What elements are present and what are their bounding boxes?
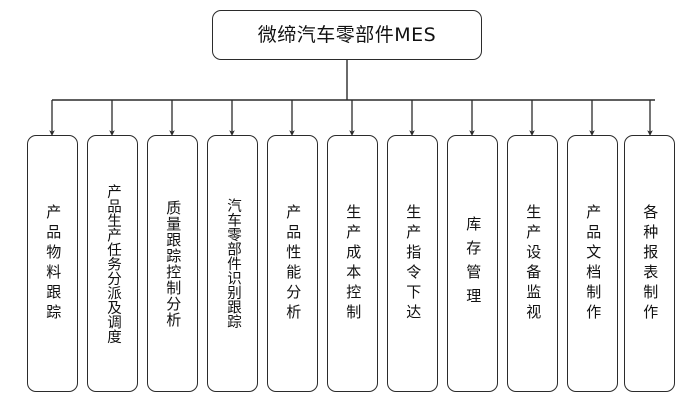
child-node-label: 质量跟踪控制分析 [164, 199, 183, 328]
child-node-label: 产品文档制作 [584, 203, 603, 324]
child-node-10[interactable]: 产品文档制作 [567, 135, 618, 392]
child-node-1[interactable]: 产品物料跟踪 [27, 135, 78, 392]
child-node-8[interactable]: 库存管理 [447, 135, 498, 392]
child-node-3[interactable]: 质量跟踪控制分析 [147, 135, 198, 392]
child-node-label: 产品物料跟踪 [44, 203, 63, 324]
root-node-label: 微缔汽车零部件MES [257, 23, 437, 46]
child-node-4[interactable]: 汽车零部件识别跟踪 [207, 135, 258, 392]
child-node-label: 各种报表制作 [641, 203, 660, 324]
child-node-11[interactable]: 各种报表制作 [624, 135, 675, 392]
child-node-label: 汽车零部件识别跟踪 [225, 198, 242, 329]
child-node-label: 生产指令下达 [404, 203, 423, 324]
root-node[interactable]: 微缔汽车零部件MES [212, 10, 482, 60]
child-node-9[interactable]: 生产设备监视 [507, 135, 558, 392]
child-node-2[interactable]: 产品生产任务分派及调度 [87, 135, 138, 392]
child-node-label: 库存管理 [464, 215, 483, 312]
child-node-label: 产品性能分析 [284, 203, 303, 324]
child-node-5[interactable]: 产品性能分析 [267, 135, 318, 392]
child-node-6[interactable]: 生产成本控制 [327, 135, 378, 392]
child-node-label: 产品生产任务分派及调度 [105, 183, 122, 344]
child-node-7[interactable]: 生产指令下达 [387, 135, 438, 392]
child-node-label: 生产成本控制 [344, 203, 363, 324]
child-node-label: 生产设备监视 [524, 203, 543, 324]
